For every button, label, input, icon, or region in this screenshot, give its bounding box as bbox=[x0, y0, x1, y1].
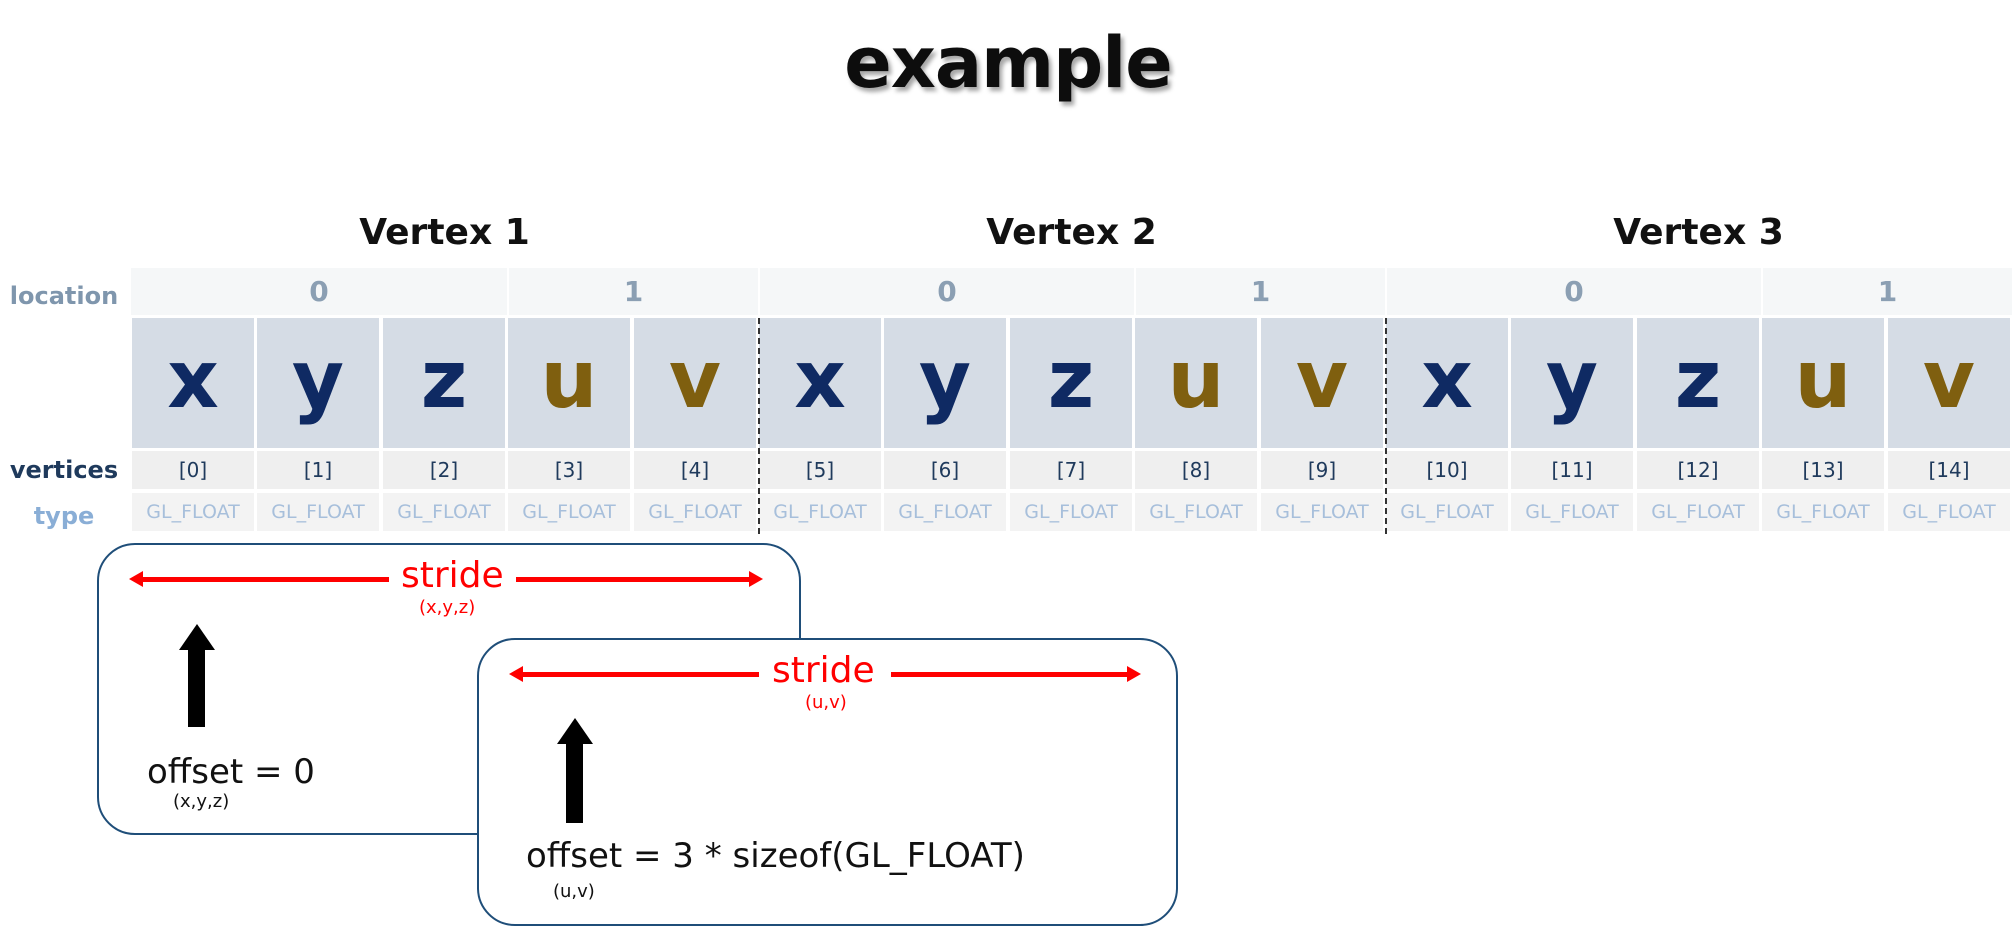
component-cell: x bbox=[1386, 318, 1508, 448]
vertex-1-title: Vertex 1 bbox=[359, 212, 530, 253]
offset-expression: offset = 3 * sizeof(GL_FLOAT) bbox=[526, 836, 1025, 876]
vertex-3-title: Vertex 3 bbox=[1613, 212, 1784, 253]
type-cell: GL_FLOAT bbox=[1762, 493, 1884, 531]
type-cell: GL_FLOAT bbox=[383, 493, 505, 531]
stride-arrow-right-icon bbox=[749, 571, 763, 587]
offset-up-arrow-icon bbox=[179, 624, 215, 650]
index-cell: [0] bbox=[132, 451, 254, 489]
index-cell: [8] bbox=[1135, 451, 1257, 489]
offset-label: offset bbox=[526, 836, 623, 876]
component-cell: x bbox=[132, 318, 254, 448]
component-cell: z bbox=[1010, 318, 1132, 448]
stride-label: stride bbox=[760, 650, 887, 691]
component-cell: x bbox=[759, 318, 881, 448]
type-cell: GL_FLOAT bbox=[884, 493, 1006, 531]
stride-arrow-line bbox=[519, 672, 759, 677]
index-cell: [6] bbox=[884, 451, 1006, 489]
index-cell: [1] bbox=[257, 451, 379, 489]
offset-value: = 0 bbox=[254, 752, 315, 792]
offset-value: = 3 * sizeof(GL_FLOAT) bbox=[633, 836, 1025, 876]
vertex-3-location-1: 1 bbox=[1877, 275, 1898, 308]
offset-sublabel: (x,y,z) bbox=[173, 791, 230, 812]
component-cell: u bbox=[508, 318, 630, 448]
vertices-row-label: vertices bbox=[9, 456, 119, 484]
stride-sublabel: (x,y,z) bbox=[419, 597, 476, 618]
component-cell: v bbox=[634, 318, 756, 448]
offset-label: offset bbox=[147, 752, 244, 792]
component-cell: z bbox=[1637, 318, 1759, 448]
type-cell: GL_FLOAT bbox=[1261, 493, 1383, 531]
index-cell: [2] bbox=[383, 451, 505, 489]
vertex-2-location-0: 0 bbox=[937, 275, 957, 308]
component-cell: z bbox=[383, 318, 505, 448]
type-cell: GL_FLOAT bbox=[1888, 493, 2010, 531]
vertex-1-location-1: 1 bbox=[623, 275, 644, 308]
type-row-label: type bbox=[33, 502, 95, 530]
location-row: 0 1 0 1 0 1 bbox=[131, 268, 2012, 315]
index-cell: [3] bbox=[508, 451, 630, 489]
stride-label: stride bbox=[389, 555, 516, 596]
stride-arrow-line bbox=[509, 577, 751, 582]
location-separator bbox=[758, 268, 760, 315]
stride-arrow-line bbox=[891, 672, 1129, 677]
vertex-2-location-1: 1 bbox=[1250, 275, 1271, 308]
vertex-3-location-0: 0 bbox=[1564, 275, 1584, 308]
component-cell: y bbox=[257, 318, 379, 448]
location-row-label: location bbox=[9, 282, 119, 310]
index-cell: [12] bbox=[1637, 451, 1759, 489]
component-cell: v bbox=[1888, 318, 2010, 448]
index-cell: [4] bbox=[634, 451, 756, 489]
location-separator bbox=[1134, 268, 1136, 315]
vertex-1-location-0: 0 bbox=[309, 275, 329, 308]
offset-up-arrow-shaft bbox=[566, 743, 583, 823]
vertex-2-title: Vertex 2 bbox=[986, 212, 1157, 253]
index-cell: [11] bbox=[1511, 451, 1633, 489]
type-cell: GL_FLOAT bbox=[1511, 493, 1633, 531]
index-cell: [9] bbox=[1261, 451, 1383, 489]
component-cell: y bbox=[884, 318, 1006, 448]
page-title: example bbox=[844, 22, 1172, 104]
vertex-divider bbox=[1385, 318, 1387, 534]
offset-box-texcoord: stride (u,v) offset = 3 * sizeof(GL_FLOA… bbox=[477, 638, 1178, 926]
component-cell: u bbox=[1135, 318, 1257, 448]
type-cell: GL_FLOAT bbox=[132, 493, 254, 531]
offset-expression: offset = 0 bbox=[147, 752, 315, 792]
type-cell: GL_FLOAT bbox=[1637, 493, 1759, 531]
type-cell: GL_FLOAT bbox=[759, 493, 881, 531]
stride-arrow-line bbox=[139, 577, 399, 582]
component-cell: u bbox=[1762, 318, 1884, 448]
component-cell: y bbox=[1511, 318, 1633, 448]
index-cell: [5] bbox=[759, 451, 881, 489]
type-cell: GL_FLOAT bbox=[1010, 493, 1132, 531]
offset-sublabel: (u,v) bbox=[553, 881, 595, 902]
stride-sublabel: (u,v) bbox=[805, 692, 847, 713]
stride-arrow-left-icon bbox=[509, 666, 523, 682]
type-cell: GL_FLOAT bbox=[1386, 493, 1508, 531]
location-separator bbox=[1761, 268, 1763, 315]
type-cell: GL_FLOAT bbox=[508, 493, 630, 531]
stride-arrow-left-icon bbox=[129, 571, 143, 587]
location-separator bbox=[507, 268, 509, 315]
component-cell: v bbox=[1261, 318, 1383, 448]
type-cell: GL_FLOAT bbox=[1135, 493, 1257, 531]
type-cell: GL_FLOAT bbox=[257, 493, 379, 531]
type-cell: GL_FLOAT bbox=[634, 493, 756, 531]
index-cell: [14] bbox=[1888, 451, 2010, 489]
vertex-divider bbox=[758, 318, 760, 534]
index-cell: [10] bbox=[1386, 451, 1508, 489]
offset-up-arrow-shaft bbox=[188, 649, 205, 727]
index-cell: [7] bbox=[1010, 451, 1132, 489]
index-cell: [13] bbox=[1762, 451, 1884, 489]
location-separator bbox=[1385, 268, 1387, 315]
offset-up-arrow-icon bbox=[557, 718, 593, 744]
stride-arrow-right-icon bbox=[1127, 666, 1141, 682]
